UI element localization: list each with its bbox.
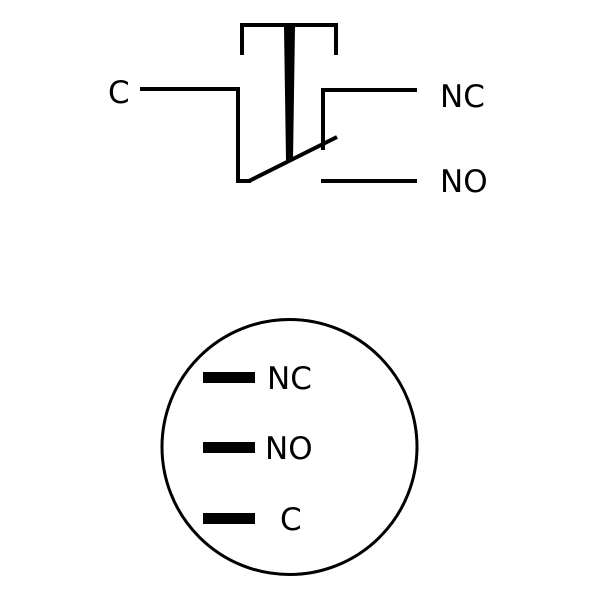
switch-schematic: C NC NO bbox=[108, 23, 488, 200]
pin-no bbox=[203, 442, 255, 453]
pin-c bbox=[203, 513, 255, 524]
common-wire bbox=[140, 87, 251, 183]
pin-label-c: C bbox=[280, 502, 302, 538]
label-no: NO bbox=[440, 164, 488, 200]
pin-nc bbox=[203, 372, 255, 383]
plunger bbox=[284, 27, 295, 160]
actuator-bracket bbox=[240, 23, 338, 55]
label-c: C bbox=[108, 75, 130, 111]
pin-label-no: NO bbox=[265, 431, 313, 467]
pin-label-nc: NC bbox=[267, 361, 312, 397]
nc-wire bbox=[321, 88, 417, 150]
switch-body-outline bbox=[160, 318, 419, 576]
label-nc: NC bbox=[440, 79, 485, 115]
terminal-layout: NC NO C bbox=[160, 318, 419, 576]
